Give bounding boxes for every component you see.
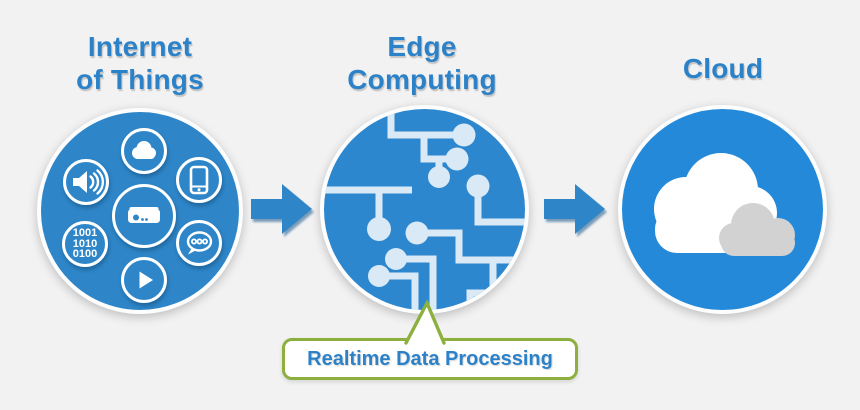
iot-title-line2: of Things [76, 64, 204, 95]
play-icon [121, 257, 167, 303]
realtime-data-processing-callout: Realtime Data Processing [282, 338, 578, 380]
cloud-title: Cloud [682, 53, 764, 84]
iot-title: Internet of Things [20, 30, 260, 96]
callout-pointer [404, 299, 446, 345]
speaker-icon [63, 159, 109, 205]
callout-label: Realtime Data Processing [307, 347, 553, 370]
circuit-pattern [324, 109, 525, 310]
chat-bubble-icon [176, 220, 222, 266]
edge-title-line2: Computing [347, 64, 497, 95]
arrow-iot-to-edge-icon [251, 184, 312, 234]
binary-line-2: 1010 [72, 237, 98, 250]
small-gray-cloud-icon [719, 203, 795, 256]
binary-line-3: 0100 [72, 248, 98, 261]
router-icon [112, 184, 176, 248]
iot-circle: 1001 1010 0100 [37, 108, 243, 314]
edge-title: Edge Computing [302, 30, 542, 96]
edge-circle [320, 105, 529, 314]
smartphone-icon [176, 157, 222, 203]
arrow-edge-to-cloud-icon [544, 184, 605, 234]
cloud-circle [618, 105, 827, 314]
binary-code-text: 1001 1010 0100 [73, 228, 97, 260]
iot-title-line1: Internet [87, 31, 193, 62]
binary-line-1: 1001 [72, 227, 98, 240]
cloud-icon [121, 128, 167, 174]
edge-title-line1: Edge [387, 31, 457, 62]
binary-code-icon: 1001 1010 0100 [62, 221, 108, 267]
